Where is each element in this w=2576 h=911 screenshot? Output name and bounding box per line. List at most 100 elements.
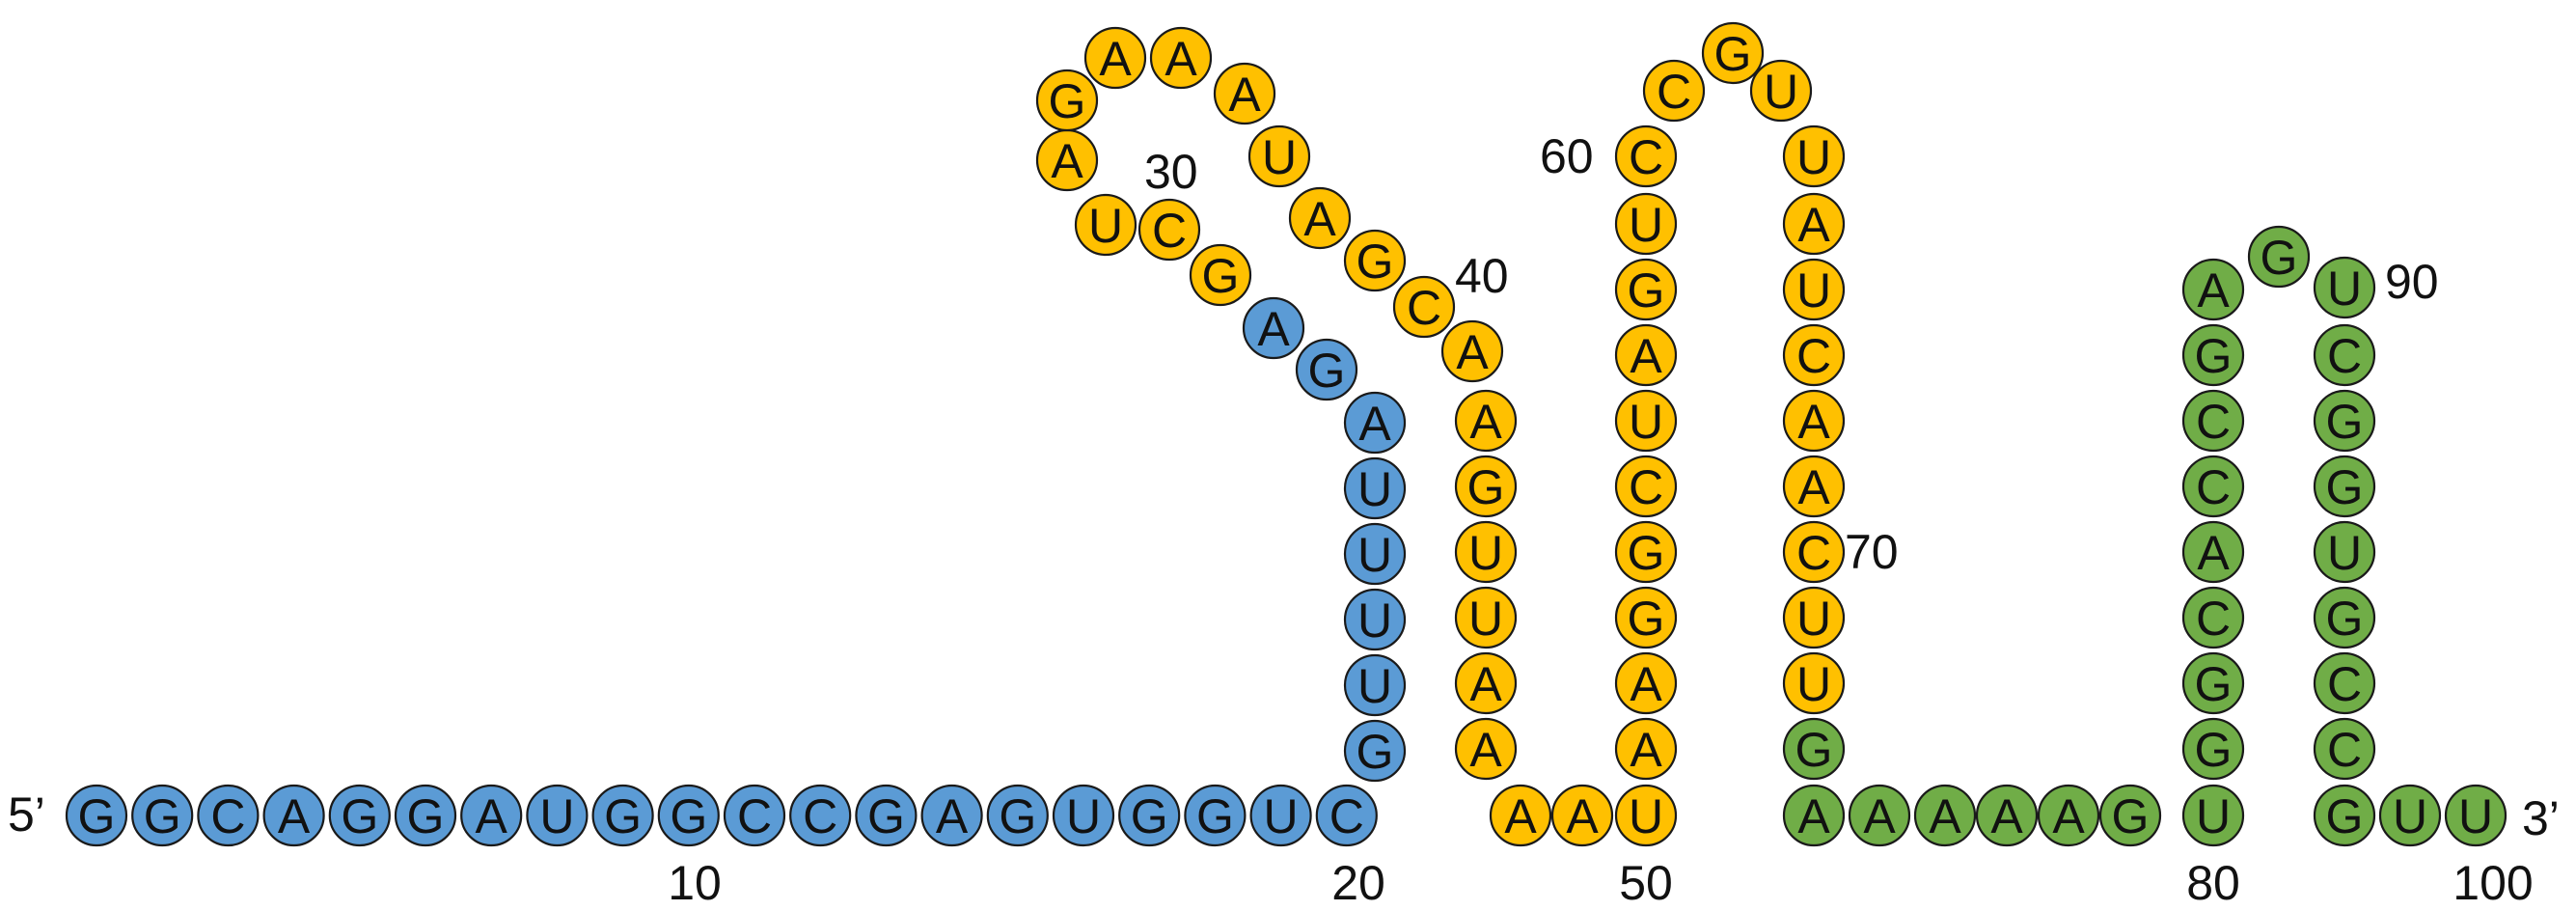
- nucleotide-base: U: [1357, 528, 1392, 582]
- nucleotide-16: U: [1052, 784, 1115, 847]
- nucleotide-circle: [1137, 198, 1201, 262]
- nucleotide-70: C: [1782, 520, 1846, 584]
- nucleotide-circle: [2444, 784, 2507, 847]
- nucleotide-base: A: [1099, 32, 1132, 86]
- nucleotide-base: A: [1797, 460, 1830, 514]
- nucleotide-base: A: [1990, 789, 2023, 843]
- nucleotide-circle: [2313, 389, 2376, 453]
- nucleotide-11: C: [723, 784, 786, 847]
- nucleotide-base: U: [1468, 526, 1503, 580]
- nucleotide-base: G: [1357, 725, 1394, 779]
- nucleotide-base: G: [1131, 789, 1168, 843]
- nucleotide-base: G: [1308, 344, 1346, 398]
- nucleotide-99: U: [2378, 784, 2442, 847]
- nucleotide-circle: [1343, 391, 1407, 455]
- nucleotide-circle: [2181, 651, 2245, 715]
- nucleotide-base: C: [803, 789, 837, 843]
- nucleotide-circle: [1913, 784, 1977, 847]
- nucleotide-base: A: [1303, 192, 1336, 246]
- nucleotide-84: A: [2181, 520, 2245, 584]
- nucleotide-base: G: [1795, 723, 1833, 777]
- nucleotide-circle: [1343, 588, 1407, 651]
- nucleotide-base: C: [1657, 65, 1691, 119]
- nucleotide-circle: [460, 784, 523, 847]
- nucleotide-circle: [1343, 522, 1407, 586]
- nucleotide-circle: [1454, 651, 1518, 715]
- nucleotide-10: G: [657, 784, 720, 847]
- nucleotide-base: U: [1357, 594, 1392, 648]
- position-label-50: 50: [1619, 856, 1673, 910]
- nucleotide-circle: [1213, 62, 1276, 125]
- nucleotide-56: U: [1614, 389, 1678, 453]
- nucleotide-50: U: [1614, 784, 1678, 847]
- nucleotide-66: U: [1782, 258, 1846, 321]
- nucleotide-circle: [1550, 784, 1614, 847]
- nucleotide-base: U: [2327, 526, 2362, 580]
- nucleotide-63: U: [1749, 59, 1813, 123]
- position-label-90: 90: [2385, 255, 2439, 309]
- nucleotide-4: A: [262, 784, 325, 847]
- nucleotide-circle: [1782, 520, 1846, 584]
- nucleotide-44: U: [1454, 520, 1518, 584]
- nucleotide-69: A: [1782, 455, 1846, 518]
- nucleotide-circle: [855, 784, 918, 847]
- nucleotide-circle: [1343, 229, 1407, 292]
- nucleotide-circle: [1782, 717, 1846, 781]
- nucleotide-64: U: [1782, 124, 1846, 188]
- nucleotide-circle: [1782, 784, 1846, 847]
- nucleotide-53: G: [1614, 586, 1678, 649]
- nucleotide-25: U: [1343, 456, 1407, 520]
- nucleotide-37: U: [1247, 124, 1311, 188]
- nucleotide-circle: [2313, 784, 2376, 847]
- nucleotide-base: C: [1629, 130, 1663, 184]
- nucleotide-13: G: [855, 784, 918, 847]
- nucleotide-96: C: [2313, 651, 2376, 715]
- nucleotide-base: G: [2195, 657, 2233, 711]
- nucleotide-base: C: [210, 789, 245, 843]
- nucleotide-circle: [1782, 258, 1846, 321]
- nucleotide-90: U: [2313, 256, 2376, 319]
- nucleotide-20: C: [1315, 784, 1378, 847]
- nucleotide-base: C: [1629, 460, 1663, 514]
- nucleotide-circle: [328, 784, 391, 847]
- nucleotide-circle: [2313, 586, 2376, 649]
- nucleotide-base: A: [1797, 395, 1830, 449]
- nucleotide-30: C: [1137, 198, 1201, 262]
- nucleotide-100: U: [2444, 784, 2507, 847]
- position-label-70: 70: [1845, 525, 1899, 579]
- nucleotide-base: U: [1468, 592, 1503, 646]
- nucleotide-circle: [1295, 338, 1358, 401]
- nucleotide-52: A: [1614, 651, 1678, 715]
- nucleotide-circle: [1614, 323, 1678, 387]
- nucleotide-circle: [1782, 586, 1846, 649]
- nucleotide-base: U: [1088, 199, 1123, 253]
- position-label-10: 10: [668, 856, 722, 910]
- nucleotide-circle: [2313, 256, 2376, 319]
- nucleotide-circle: [2181, 389, 2245, 453]
- nucleotide-circle: [1614, 258, 1678, 321]
- three-prime-label: 3’: [2522, 791, 2560, 845]
- nucleotide-47: A: [1454, 717, 1518, 781]
- nucleotide-29: G: [1189, 243, 1252, 307]
- nucleotide-circle: [1242, 296, 1305, 360]
- nucleotide-circle: [2313, 651, 2376, 715]
- nucleotide-79: G: [2098, 784, 2162, 847]
- nucleotide-77: A: [1975, 784, 2039, 847]
- nucleotide-28: A: [1242, 296, 1305, 360]
- nucleotide-circle: [1052, 784, 1115, 847]
- nucleotide-base: G: [144, 789, 181, 843]
- nucleotide-base: A: [1469, 657, 1502, 711]
- nucleotide-81: G: [2181, 717, 2245, 781]
- nucleotide-98: G: [2313, 784, 2376, 847]
- nucleotide-base: G: [2112, 789, 2150, 843]
- nucleotide-circle: [1343, 456, 1407, 520]
- nucleotide-circle: [1149, 26, 1213, 90]
- nucleotide-14: A: [920, 784, 983, 847]
- nucleotide-base: C: [2196, 460, 2231, 514]
- nucleotide-base: U: [539, 789, 574, 843]
- nucleotide-61: C: [1642, 59, 1706, 123]
- nucleotide-circle: [1782, 323, 1846, 387]
- nucleotide-6: G: [394, 784, 457, 847]
- position-label-80: 80: [2186, 856, 2240, 910]
- nucleotide-base: U: [1264, 789, 1299, 843]
